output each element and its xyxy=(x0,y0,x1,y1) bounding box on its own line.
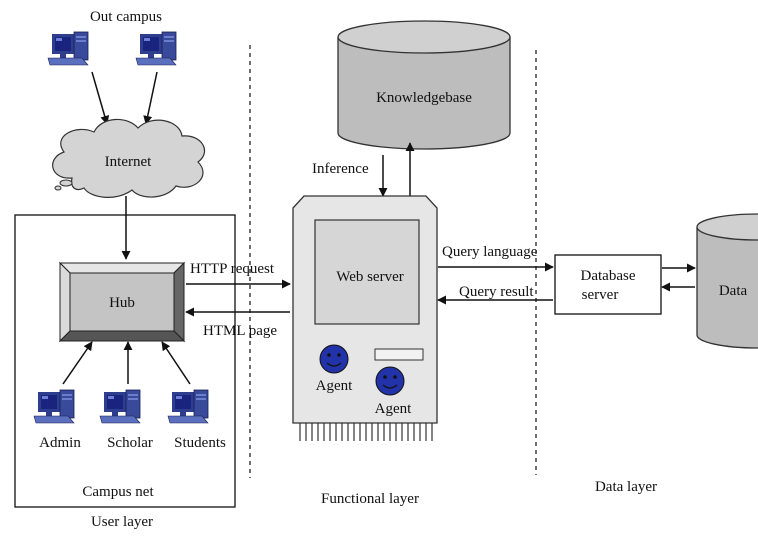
hub-icon xyxy=(58,261,186,343)
pc-to-internet-arrow xyxy=(143,71,158,125)
admin-pc-icon xyxy=(33,389,75,424)
user-layer-label: User layer xyxy=(91,514,153,530)
query-language-label: Query language xyxy=(442,244,538,260)
internet-cloud-icon xyxy=(52,118,205,198)
html-page-label: HTML page xyxy=(203,323,277,339)
database-server-label-line1: Database xyxy=(581,268,636,284)
database-server-label-line2: server xyxy=(582,287,619,303)
knowledgebase-cylinder xyxy=(337,20,511,150)
agent-label-1: Agent xyxy=(316,378,353,394)
out-campus-label: Out campus xyxy=(90,9,162,25)
campus-net-box xyxy=(14,214,236,508)
students-to-hub-arrow xyxy=(161,341,191,385)
knowledgebase-label: Knowledgebase xyxy=(376,90,472,106)
agent-icon xyxy=(375,366,405,396)
campus-net-label: Campus net xyxy=(82,484,154,500)
students-pc-icon xyxy=(167,389,209,424)
functional-layer-label: Functional layer xyxy=(321,491,419,507)
query-result-label: Query result xyxy=(459,284,534,300)
data-layer-label: Data layer xyxy=(595,479,657,495)
web-server-label: Web server xyxy=(336,269,404,285)
hub-label: Hub xyxy=(109,295,135,311)
http-request-label: HTTP request xyxy=(190,261,275,277)
admin-label: Admin xyxy=(39,435,81,451)
database-server-box xyxy=(554,254,662,315)
out-campus-pc-icon xyxy=(135,31,177,66)
agent-icon xyxy=(319,344,349,374)
scholar-pc-icon xyxy=(99,389,141,424)
web-server-machine xyxy=(292,195,438,441)
data-label: Data xyxy=(719,283,748,299)
scholar-label: Scholar xyxy=(107,435,153,451)
students-label: Students xyxy=(174,435,226,451)
agent-label-2: Agent xyxy=(375,401,412,417)
out-campus-pc-icon xyxy=(47,31,89,66)
pc-to-internet-arrow xyxy=(91,71,110,125)
internet-label: Internet xyxy=(105,154,152,170)
data-cylinder xyxy=(696,213,758,349)
admin-to-hub-arrow xyxy=(62,341,93,385)
inference-label: Inference xyxy=(312,161,369,177)
